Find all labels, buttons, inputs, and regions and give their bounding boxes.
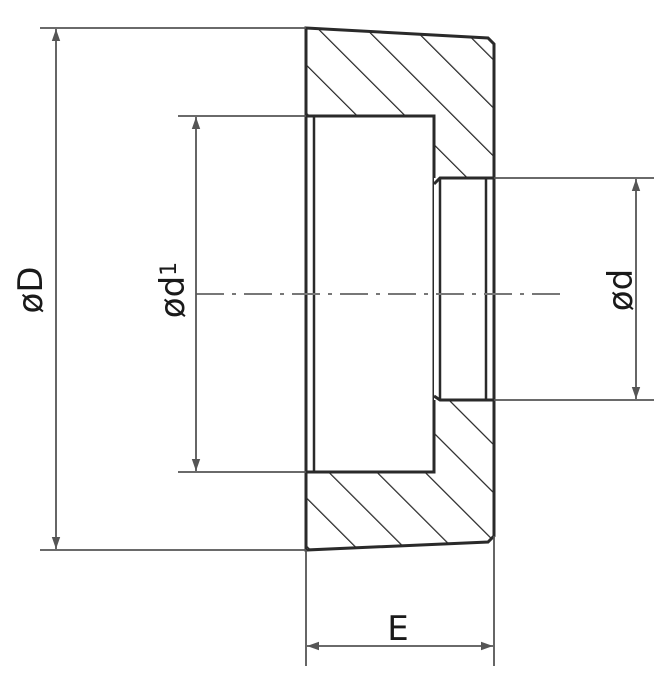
- label-width: E: [387, 609, 408, 649]
- through-bore: [434, 178, 494, 400]
- label-counterbore-diameter: ød1: [153, 262, 193, 318]
- dimension-counterbore-diameter: ød1: [153, 115, 306, 473]
- dimension-width: E: [305, 536, 495, 666]
- label-outer-diameter: øD: [11, 267, 51, 314]
- part-section: [304, 26, 496, 552]
- upper-section-hatch: [306, 28, 494, 184]
- dimension-outer-diameter: øD: [11, 27, 306, 551]
- label-through-bore-diameter: ød: [601, 269, 641, 311]
- dimension-through-bore-diameter: ød: [494, 177, 654, 401]
- lower-section-hatch: [306, 400, 494, 550]
